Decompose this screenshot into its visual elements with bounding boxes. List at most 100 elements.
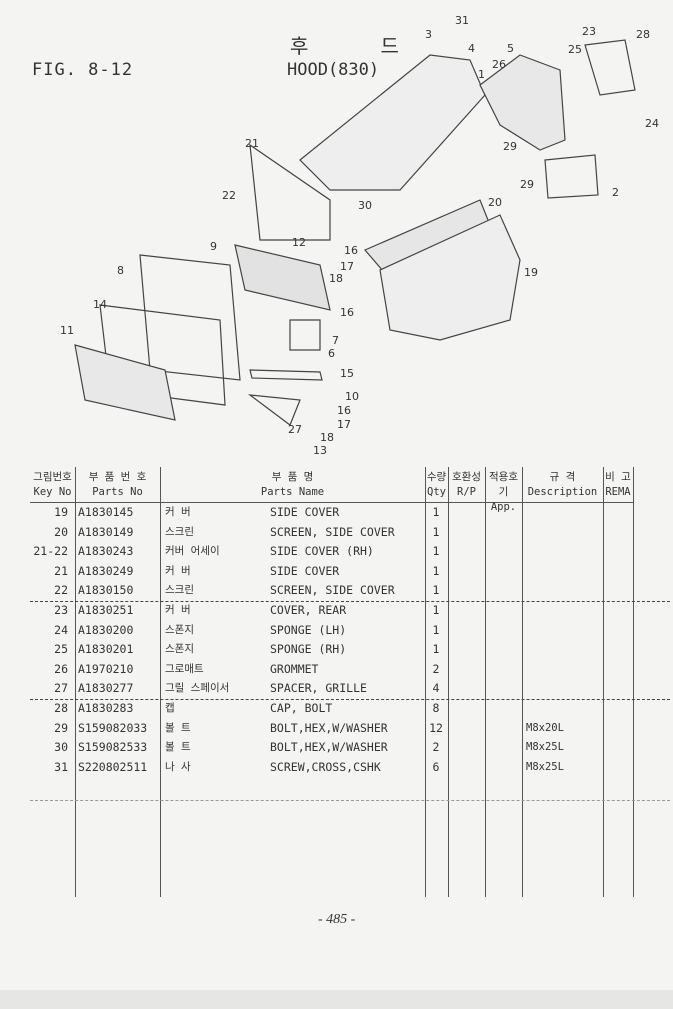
sponge [584, 39, 636, 96]
column-line [603, 467, 604, 897]
cell-part-no: A1830200 [78, 622, 134, 637]
cell-name: SPONGE (RH) [270, 642, 347, 657]
title-english: HOOD(830) [287, 60, 380, 80]
callout-number: 31 [455, 14, 469, 27]
cell-key: 30 [54, 740, 68, 755]
callout-number: 17 [337, 418, 351, 431]
cell-qty: 1 [432, 583, 440, 598]
cell-name: CAP, BOLT [270, 701, 333, 715]
parts-table: 그림번호 Key No 부 품 번 호 Parts No 부 품 명 Parts Name… [30, 467, 670, 897]
callout-number: 4 [468, 42, 475, 55]
cell-part-no: A1830149 [78, 524, 134, 539]
cell-key: 29 [54, 720, 68, 735]
bracket-13 [247, 394, 301, 426]
header-en: Qty [427, 486, 446, 498]
callout-number: 18 [329, 272, 343, 285]
scan-edge [0, 990, 673, 1009]
header-kr: 비 고 [605, 471, 631, 483]
cell-name-kr: 볼 트 [165, 721, 191, 734]
front-grille-lower [74, 344, 176, 421]
callout-number: 2 [612, 186, 619, 199]
cell-name-kr: 그릴 스페이서 [165, 682, 230, 695]
callout-number: 20 [488, 196, 502, 209]
header-en: Parts No [92, 486, 143, 498]
cell-key: 23 [54, 603, 68, 617]
cell-key: 20 [54, 524, 68, 539]
side-cover-rh [249, 143, 331, 241]
cell-key: 21 [54, 563, 68, 578]
cell-name: SCREW,CROSS,CSHK [270, 759, 381, 774]
callout-number: 7 [332, 334, 339, 347]
cell-name-kr: 커버 어세이 [165, 545, 220, 558]
header-en: Key No [33, 486, 72, 498]
exploded-parts-diagram [74, 39, 636, 426]
cell-name: SCREEN, SIDE COVER [270, 524, 395, 539]
callout-number: 21 [245, 137, 259, 150]
callout-number: 3 [425, 28, 432, 41]
column-line [522, 467, 523, 897]
header-en: Description [527, 486, 598, 498]
cell-desc: M8x20L [526, 721, 564, 734]
callout-number: 16 [344, 244, 358, 257]
cell-key: 28 [54, 701, 68, 715]
cell-qty: 1 [432, 524, 440, 539]
cell-part-no: A1830277 [78, 681, 134, 696]
group-divider [30, 699, 670, 700]
callout-number: 27 [288, 423, 302, 436]
cell-qty: 2 [432, 740, 440, 755]
cell-key: 21-22 [33, 544, 68, 559]
cell-name-kr: 나 사 [165, 760, 191, 773]
cell-qty: 1 [432, 505, 440, 519]
cell-key: 24 [54, 622, 68, 637]
header-kr: 부 품 명 [271, 471, 314, 483]
column-line [485, 467, 486, 897]
callout-number: 28 [636, 28, 650, 41]
callout-number: 14 [93, 298, 107, 311]
cell-part-no: A1830243 [78, 544, 134, 559]
column-line [160, 467, 161, 897]
grille [234, 244, 331, 311]
cell-key: 27 [54, 681, 68, 696]
header-kr: 그림번호 [33, 471, 72, 483]
cell-qty: 1 [432, 544, 440, 559]
callout-number: 25 [568, 43, 582, 56]
cell-name: SCREEN, SIDE COVER [270, 583, 395, 598]
callout-number: 19 [524, 266, 538, 279]
column-header: 그림번호 Key No [30, 467, 75, 503]
column-header: 부 품 명 Parts Name [160, 467, 425, 503]
header-kr: 부 품 번 호 [88, 471, 147, 483]
side-panel-2 [544, 154, 599, 199]
cell-part-no: S159082533 [78, 740, 148, 755]
group-divider [30, 800, 670, 801]
page-number: - 485 - [318, 912, 356, 927]
callout-number: 18 [320, 431, 334, 444]
front-frame [139, 254, 241, 381]
callout-number: 1 [478, 68, 485, 81]
callout-number: 11 [60, 324, 74, 337]
callout-number: 24 [645, 117, 659, 130]
cell-qty: 6 [432, 759, 440, 774]
cell-name: GROMMET [270, 661, 319, 676]
hood-top [299, 54, 486, 191]
cell-key: 19 [54, 505, 68, 519]
header-en: Parts Name [260, 486, 325, 498]
callout-number: 13 [313, 444, 327, 457]
callout-number: 29 [520, 178, 534, 191]
callout-number: 6 [328, 347, 335, 360]
callout-number: 10 [345, 390, 359, 403]
column-line [75, 467, 76, 897]
cell-part-no: A1830283 [78, 701, 134, 715]
cell-part-no: A1830150 [78, 583, 134, 598]
